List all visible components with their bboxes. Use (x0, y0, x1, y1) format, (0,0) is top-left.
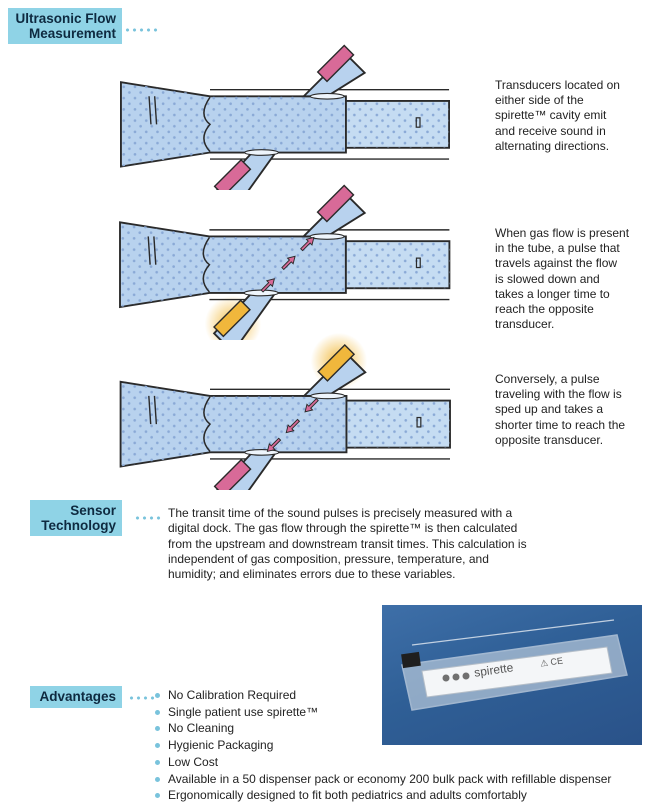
flow-diagram-2 (119, 184, 451, 340)
dot-leader (128, 696, 156, 700)
product-photo: spirette ⚠ CE (382, 605, 642, 745)
section-title-ultrasonic: Ultrasonic Flow Measurement (8, 8, 122, 44)
diagram-1-caption: Transducers located on either side of th… (495, 78, 620, 153)
list-item: Single patient use spirette™ (154, 704, 611, 721)
dot-leader (134, 516, 162, 520)
list-item: No Cleaning (154, 720, 611, 737)
section-title-sensor: Sensor Technology (30, 500, 122, 536)
list-item: Hygienic Packaging (154, 737, 611, 754)
advantages-list: No Calibration Required Single patient u… (154, 687, 611, 804)
list-item: Low Cost (154, 754, 611, 771)
diagram-2-caption: When gas flow is present in the tube, a … (495, 226, 630, 332)
spirette-package-image (401, 619, 628, 711)
list-item: Available in a 50 dispenser pack or econ… (154, 771, 611, 788)
diagram-3-caption: Conversely, a pulse traveling with the f… (495, 372, 626, 447)
sensor-technology-text: The transit time of the sound pulses is … (168, 506, 527, 582)
list-item: No Calibration Required (154, 687, 611, 704)
flow-diagram-1 (120, 44, 450, 190)
dot-leader (124, 28, 158, 32)
list-item: Ergonomically designed to fit both pedia… (154, 787, 611, 804)
flow-diagram-3 (119, 332, 451, 490)
section-title-advantages: Advantages (30, 686, 122, 708)
